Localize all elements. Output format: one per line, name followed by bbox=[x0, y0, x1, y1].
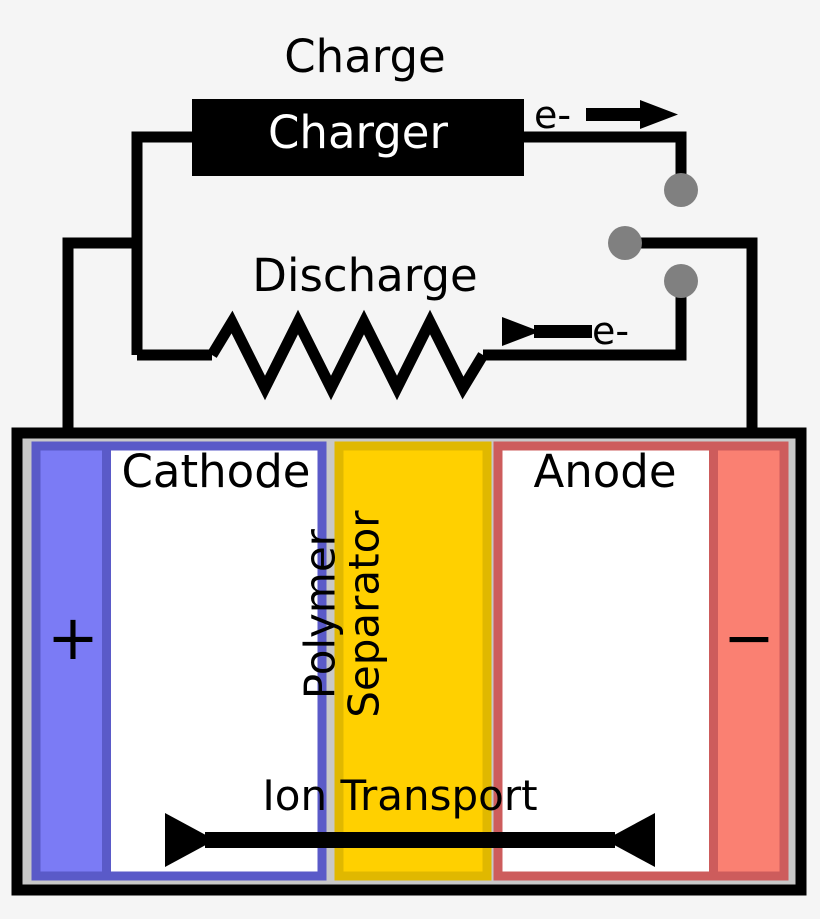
wire-resistor-right-lead bbox=[483, 281, 687, 361]
electron-arrow-discharge-icon bbox=[502, 317, 592, 346]
wire-charger-left-lead bbox=[131, 131, 192, 355]
wire-resistor-zigzag bbox=[207, 309, 488, 401]
anode-assembly[interactable] bbox=[493, 441, 789, 881]
wire-charger-right-lead bbox=[524, 131, 687, 190]
circuit-wiring bbox=[62, 131, 758, 452]
electron-arrow-charge-icon bbox=[586, 100, 678, 129]
wire-anode-terminal bbox=[625, 237, 758, 452]
cathode-assembly[interactable] bbox=[31, 441, 327, 881]
switch-node-discharge-contact[interactable] bbox=[664, 264, 698, 298]
polymer-separator-block[interactable] bbox=[334, 441, 492, 881]
charger-box[interactable] bbox=[192, 99, 524, 176]
wire-cathode-terminal bbox=[62, 237, 137, 452]
switch-node-common-pole[interactable] bbox=[608, 226, 642, 260]
switch-node-charge-contact[interactable] bbox=[664, 173, 698, 207]
anode-current-collector bbox=[713, 450, 780, 872]
cathode-current-collector bbox=[40, 450, 107, 872]
ion-transport-arrow-icon bbox=[165, 813, 655, 867]
